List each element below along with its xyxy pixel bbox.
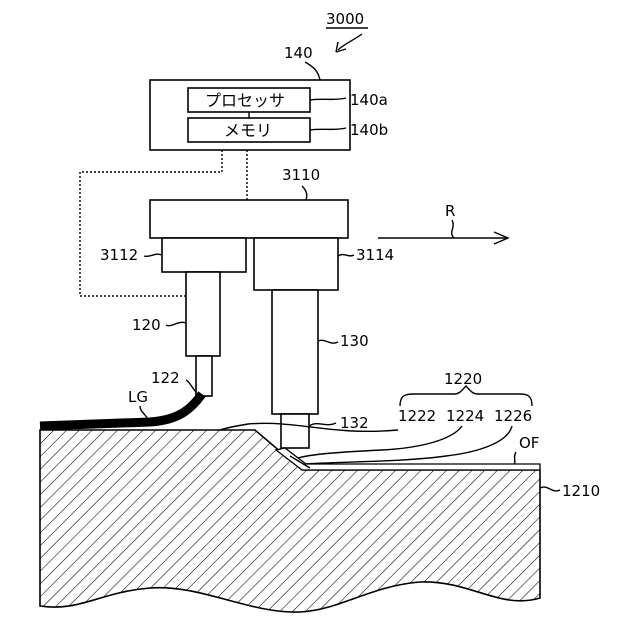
light-guide-cable	[40, 394, 202, 426]
direction-leader	[452, 220, 454, 238]
layer-ref-1: 1222	[398, 407, 436, 425]
left-mount-leader	[144, 254, 162, 256]
laser-tip-ref: 122	[151, 369, 180, 387]
nozzle-body	[272, 290, 318, 414]
laser-tip-leader	[186, 380, 196, 392]
right-mount	[254, 238, 338, 290]
nozzle-ref: 130	[340, 332, 369, 350]
figure-number: 3000	[326, 10, 364, 28]
memory-label: メモリ	[224, 121, 272, 140]
layer-group-brace	[400, 386, 532, 406]
nozzle-leader	[318, 340, 338, 343]
controller-leader	[305, 62, 320, 80]
substrate-ref: 1210	[562, 482, 600, 500]
processor-label: プロセッサ	[205, 91, 285, 110]
left-mount	[162, 238, 246, 272]
laser-tip	[196, 356, 212, 396]
direction-label: R	[445, 202, 455, 220]
head-ref: 3110	[282, 166, 320, 184]
controller-ref: 140	[284, 44, 313, 62]
nozzle-tip	[281, 414, 309, 448]
figure-number-arrow	[338, 34, 362, 50]
right-mount-ref: 3114	[356, 246, 394, 264]
film-label: OF	[519, 434, 539, 452]
left-mount-ref: 3112	[100, 246, 138, 264]
laser-unit-ref: 120	[132, 316, 161, 334]
laser-unit-leader	[166, 322, 186, 325]
substrate-leader	[540, 487, 560, 491]
layer-ref-2: 1224	[446, 407, 484, 425]
processor-ref: 140a	[350, 91, 388, 109]
head-leader	[302, 186, 307, 200]
right-mount-leader	[338, 255, 354, 256]
head-block	[150, 200, 348, 238]
light-guide-label: LG	[128, 388, 148, 406]
layer-group-ref: 1220	[444, 370, 482, 388]
memory-ref: 140b	[350, 121, 388, 139]
laser-unit	[186, 272, 220, 356]
layer-ref-3: 1226	[494, 407, 532, 425]
nozzle-tip-ref: 132	[340, 414, 369, 432]
nozzle-tip-leader	[309, 423, 336, 426]
layer-3-leader	[306, 426, 512, 464]
